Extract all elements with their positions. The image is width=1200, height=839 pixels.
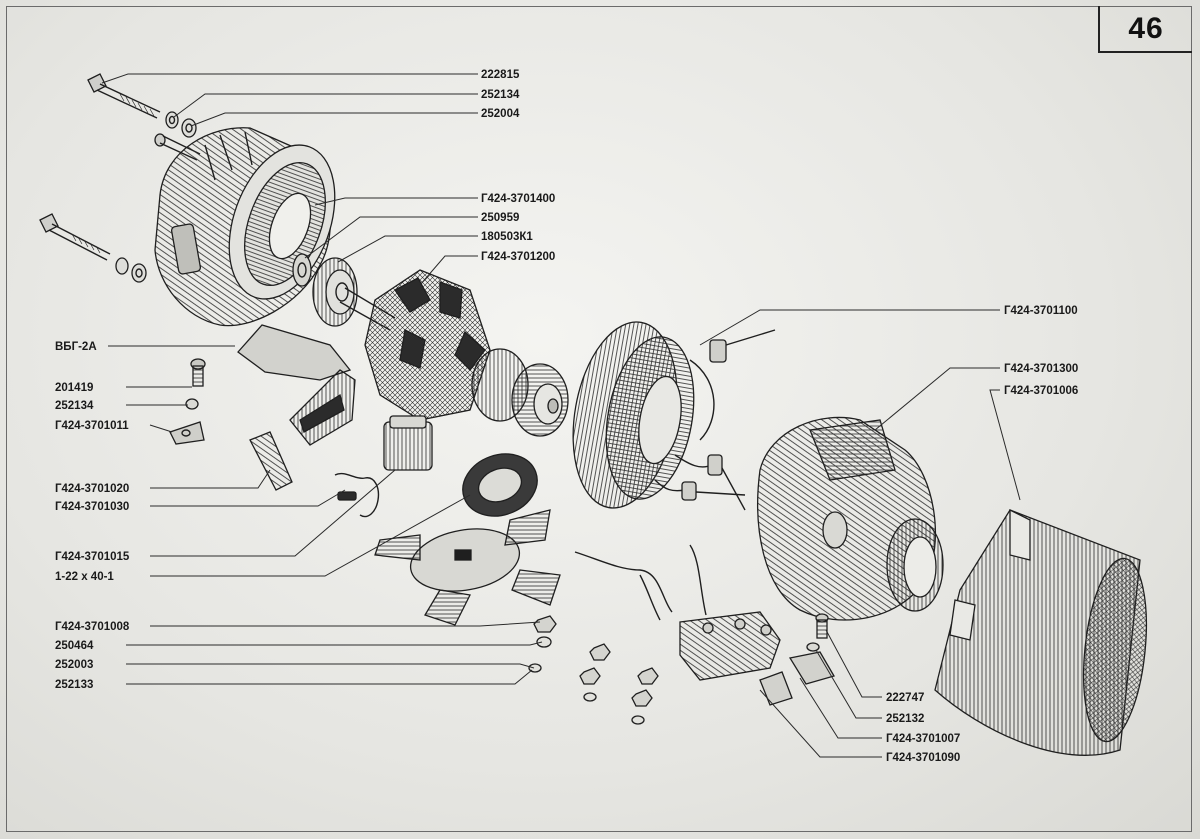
label-g424-3701100: Г424-3701100 [1004, 305, 1078, 317]
label-g424-3701015: Г424-3701015 [55, 551, 130, 563]
label-250464: 250464 [55, 640, 94, 652]
label-g424-3701200: Г424-3701200 [481, 251, 555, 263]
brush-block [383, 415, 433, 471]
label-252004: 252004 [481, 108, 520, 120]
fan [374, 509, 561, 626]
bolt-222815 [87, 73, 161, 119]
label-g424-3701020: Г424-3701020 [55, 483, 129, 495]
label-252134-mid: 252134 [55, 400, 94, 412]
screw-201419 [190, 358, 206, 387]
page-number: 46 [1128, 11, 1164, 45]
part-labels: 222815 252134 252004 Г424-3701400 250959… [55, 69, 1078, 764]
spring-Г424-3701030 [334, 472, 380, 518]
label-180503k1: 180503К1 [481, 231, 533, 243]
screw-222747 [815, 613, 829, 639]
bearing-250959 [292, 253, 312, 287]
washer-252132 [806, 642, 820, 652]
plate-Г424-3701011 [169, 421, 205, 445]
label-250959: 250959 [481, 212, 519, 224]
rectifier-block [574, 544, 781, 681]
label-252133: 252133 [55, 679, 93, 691]
washer-252004 [181, 118, 197, 138]
front-cover [154, 127, 336, 327]
rotor-assembly [339, 269, 569, 437]
rear-casing [934, 508, 1147, 756]
label-252003: 252003 [55, 659, 93, 671]
label-g424-3701011: Г424-3701011 [55, 420, 129, 432]
bolt-upper-short [154, 133, 201, 161]
label-222747: 222747 [886, 692, 924, 704]
label-252132: 252132 [886, 713, 924, 725]
label-252134-top: 252134 [481, 89, 520, 101]
washer-252134 [165, 111, 179, 129]
bracket-Г424-3701007 [759, 651, 835, 706]
washer-252134-small [185, 398, 199, 410]
label-1-22x40-1: 1-22 х 40-1 [55, 571, 114, 583]
bearing-180503K1 [312, 257, 358, 327]
page-frame [6, 6, 1192, 832]
label-vbg-2a: ВБГ-2А [55, 341, 97, 353]
rear-cover [757, 416, 944, 621]
leader-lines [101, 73, 1021, 758]
page-number-box: 46 [1098, 6, 1192, 53]
label-g424-3701007: Г424-3701007 [886, 733, 960, 745]
stator [572, 321, 776, 511]
nuts-and-washers [528, 615, 659, 725]
label-g424-3701008: Г424-3701008 [55, 621, 130, 633]
seal-ring [462, 453, 538, 517]
label-201419: 201419 [55, 382, 93, 394]
label-g424-3701300: Г424-3701300 [1004, 363, 1078, 375]
brush-holder [237, 324, 356, 446]
brush-Г424-3701020 [249, 431, 293, 491]
label-g424-3701006: Г424-3701006 [1004, 385, 1078, 397]
bolt-lower-long [39, 213, 147, 283]
label-222815: 222815 [481, 69, 520, 81]
label-g424-3701400: Г424-3701400 [481, 193, 555, 205]
label-g424-3701030: Г424-3701030 [55, 501, 129, 513]
label-g424-3701090: Г424-3701090 [886, 752, 960, 764]
